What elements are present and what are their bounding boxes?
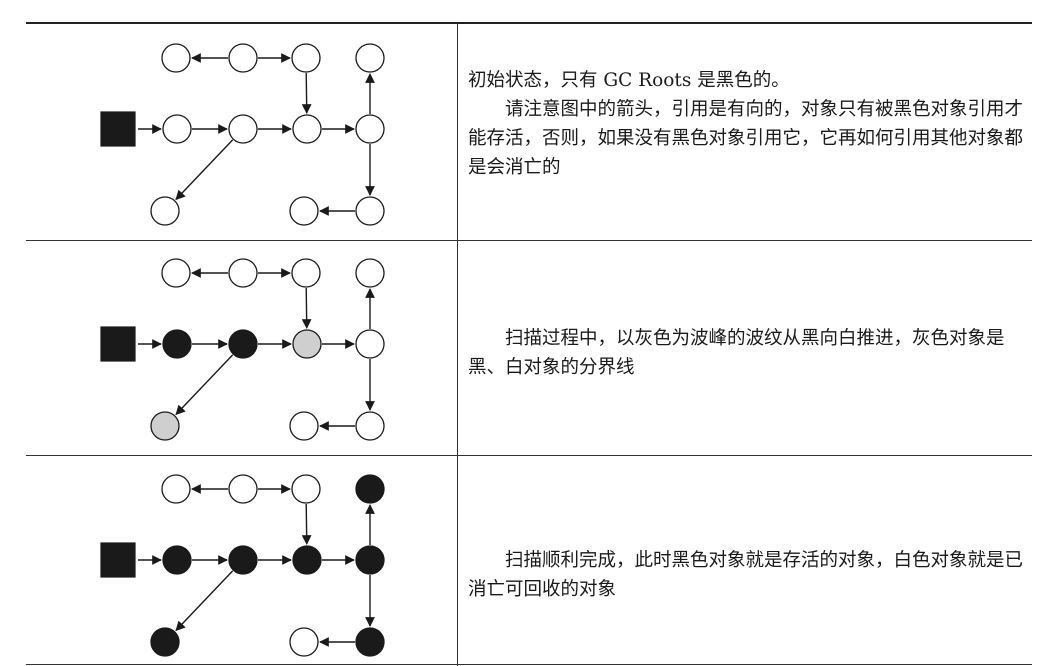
object-node-n2: [228, 43, 258, 73]
object-graph-svg: [100, 474, 385, 657]
object-graph-svg: [100, 43, 385, 226]
object-node-n9: [150, 627, 180, 657]
reference-arrow: [301, 72, 312, 114]
reference-arrow: [301, 503, 312, 545]
reference-arrow: [175, 570, 234, 632]
object-node-n7: [292, 545, 322, 575]
object-node-n5: [162, 329, 192, 359]
object-node-n8: [355, 329, 385, 359]
object-node-n5: [162, 114, 192, 144]
object-node-n7: [292, 329, 322, 359]
object-node-n11: [289, 196, 319, 226]
object-node-n3: [291, 43, 321, 73]
row-2-description: 扫描过程中，以灰色为波峰的波纹从黑向白推进，灰色对象是黑、白对象的分界线: [468, 324, 1028, 382]
object-node-n2: [228, 474, 258, 504]
object-node-n11: [289, 411, 319, 441]
row-1-paragraph-1: 初始状态，只有 GC Roots 是黑色的。: [468, 70, 790, 91]
object-node-n4: [355, 43, 385, 73]
object-node-n4: [355, 258, 385, 288]
object-node-n4: [355, 474, 385, 504]
object-node-n7: [292, 114, 322, 144]
object-node-n8: [355, 545, 385, 575]
object-node-n1: [161, 474, 191, 504]
object-node-n1: [161, 258, 191, 288]
table-row-divider: [26, 240, 1032, 241]
object-graph-scanning: [60, 245, 440, 445]
table-bottom-rule: [26, 664, 1032, 665]
object-node-n9: [150, 196, 180, 226]
object-graph-svg: [100, 258, 385, 441]
table-column-divider: [457, 23, 458, 666]
object-node-n3: [291, 258, 321, 288]
row-3-description: 扫描顺利完成，此时黑色对象就是存活的对象，白色对象就是已消亡可回收的对象: [468, 546, 1028, 604]
reference-arrow: [175, 354, 234, 416]
object-node-n10: [355, 411, 385, 441]
object-node-n10: [355, 196, 385, 226]
object-node-n8: [355, 114, 385, 144]
gc-roots-square: [100, 542, 136, 578]
object-node-n2: [228, 258, 258, 288]
object-node-n5: [162, 545, 192, 575]
table-row-divider: [26, 455, 1032, 456]
object-graph-initial: [60, 30, 440, 230]
row-3-paragraph-1: 扫描顺利完成，此时黑色对象就是存活的对象，白色对象就是已消亡可回收的对象: [468, 550, 1024, 600]
object-node-n9: [150, 411, 180, 441]
table-top-rule: [26, 22, 1032, 24]
row-2-paragraph-1: 扫描过程中，以灰色为波峰的波纹从黑向白推进，灰色对象是黑、白对象的分界线: [468, 328, 1005, 378]
gc-roots-square: [100, 111, 136, 147]
object-node-n6: [228, 329, 258, 359]
object-graph-complete: [60, 461, 440, 661]
object-node-n3: [291, 474, 321, 504]
object-node-n6: [228, 545, 258, 575]
row-1-description: 初始状态，只有 GC Roots 是黑色的。 请注意图中的箭头，引用是有向的，对…: [468, 66, 1028, 182]
gc-roots-square: [100, 326, 136, 362]
reference-arrow: [175, 139, 234, 201]
reference-arrow: [301, 287, 312, 329]
object-node-n10: [355, 627, 385, 657]
object-node-n1: [161, 43, 191, 73]
object-node-n11: [289, 627, 319, 657]
row-1-paragraph-2: 请注意图中的箭头，引用是有向的，对象只有被黑色对象引用才能存活，否则，如果没有黑…: [468, 99, 1024, 178]
object-node-n6: [228, 114, 258, 144]
